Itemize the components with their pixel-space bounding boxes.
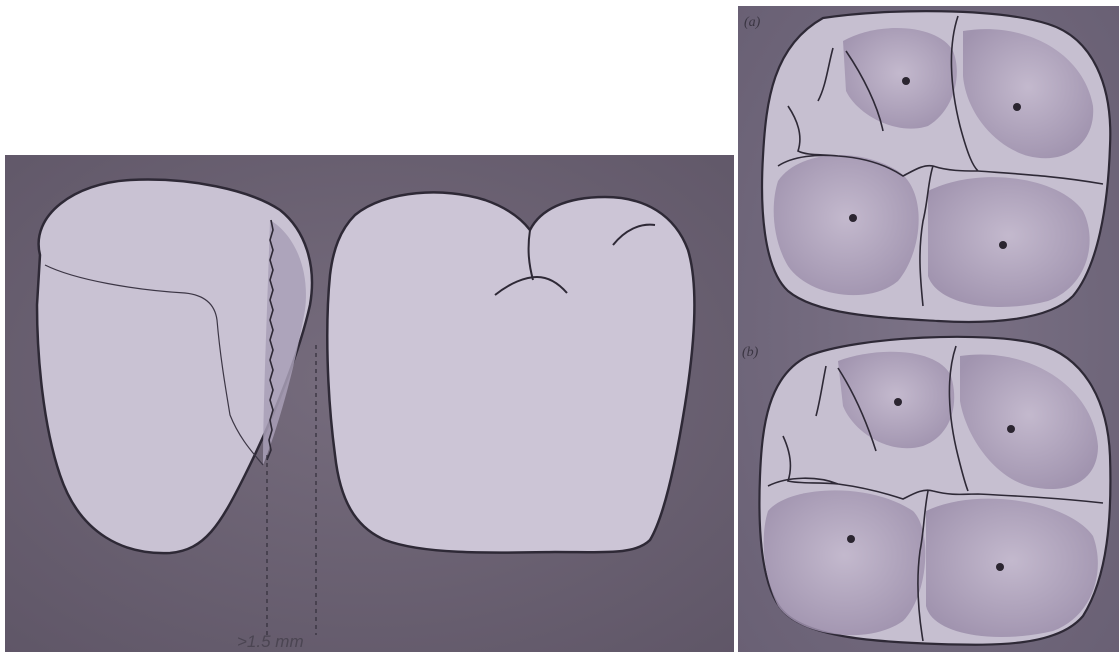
cusp-tip-dot	[847, 535, 855, 543]
occlusal-view-panel: (a) (b)	[738, 6, 1119, 652]
cusp-tip-dot	[902, 77, 910, 85]
cusp-tip-dot	[849, 214, 857, 222]
cusp-mesiolingual	[764, 490, 926, 635]
cusp-tip-dot	[1013, 103, 1021, 111]
cusp-mesiolingual	[774, 155, 919, 295]
cusp-distolingual	[928, 177, 1090, 307]
cusp-tip-dot	[999, 241, 1007, 249]
measurement-label: >1.5 mm	[237, 632, 304, 651]
cusp-tip-dot	[894, 398, 902, 406]
cusp-tip-dot	[1007, 425, 1015, 433]
proximal-view-panel: >1.5 mm	[5, 155, 734, 652]
adjacent-tooth	[327, 192, 694, 552]
proximal-view-diagram: >1.5 mm	[5, 155, 734, 652]
panel-a-label: (a)	[744, 15, 761, 30]
molar-a	[762, 11, 1110, 322]
occlusal-view-diagram: (a) (b)	[738, 6, 1119, 652]
molar-b	[759, 337, 1110, 645]
panel-b-label: (b)	[742, 345, 759, 360]
cusp-distolingual	[926, 499, 1098, 637]
cusp-tip-dot	[996, 563, 1004, 571]
